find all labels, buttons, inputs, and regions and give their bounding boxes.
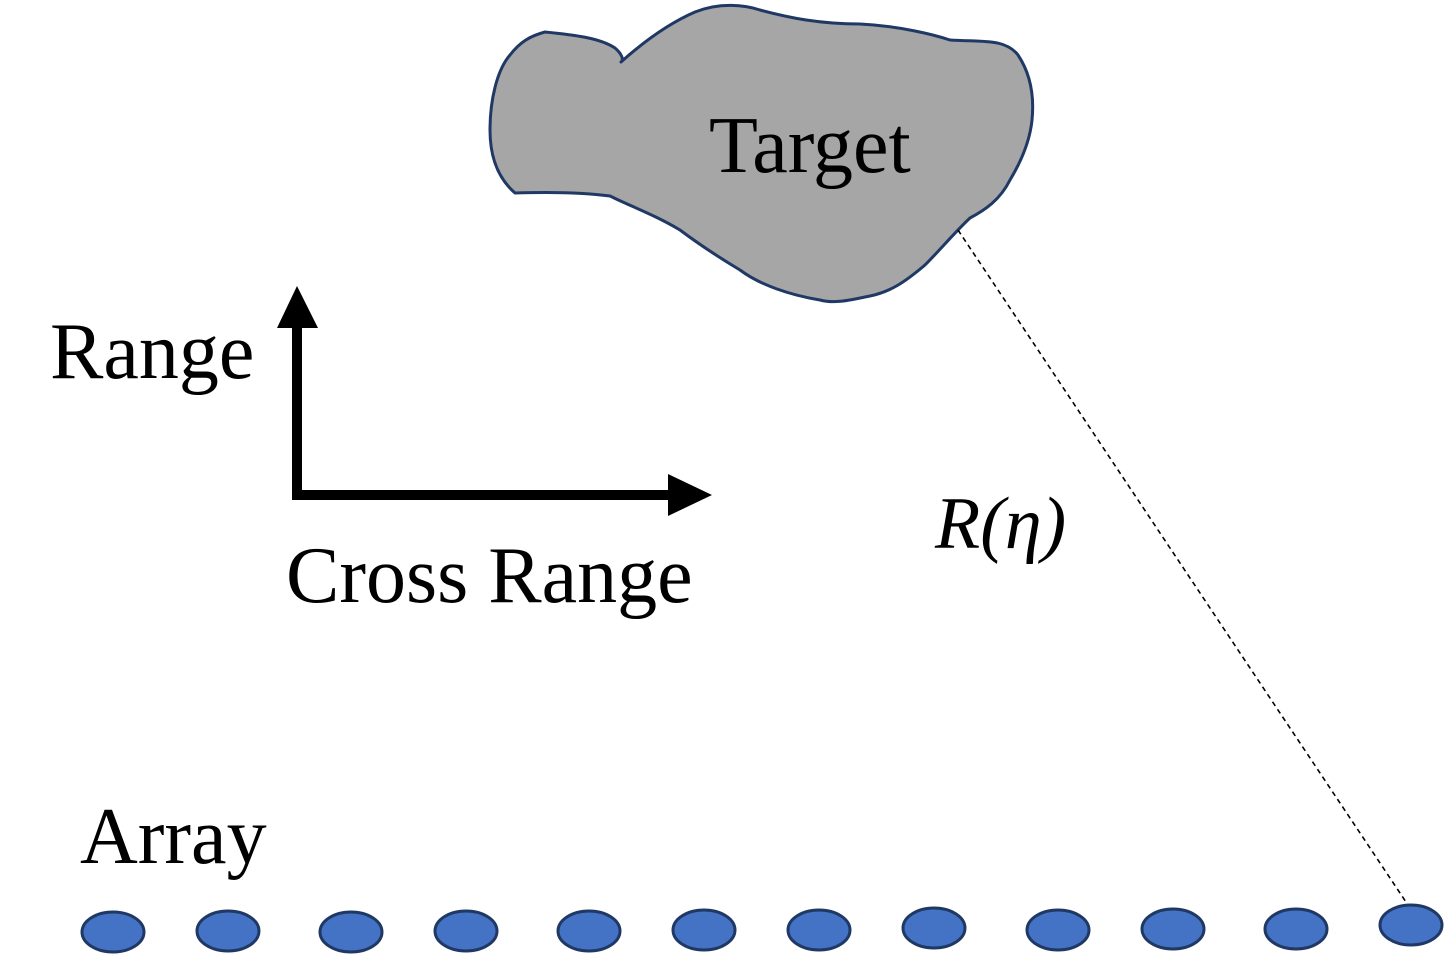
array-element [1378, 903, 1444, 947]
array-element [1140, 907, 1206, 951]
cross-range-label: Cross Range [286, 532, 693, 620]
array-element [671, 908, 737, 952]
array-element [80, 910, 146, 954]
array-element [195, 909, 261, 953]
array-element [786, 908, 852, 952]
array-element [1025, 908, 1091, 952]
array-element [318, 910, 384, 954]
array-elements [80, 903, 1444, 954]
array-label: Array [80, 793, 267, 881]
slant-range-symbol: R(η) [934, 483, 1066, 565]
array-element [433, 909, 499, 953]
slant-range-line [957, 229, 1409, 906]
range-label: Range [50, 308, 254, 396]
array-element [1263, 907, 1329, 951]
target-shape [488, 3, 1035, 304]
array-element [901, 906, 967, 950]
array-element [556, 909, 622, 953]
range-arrowhead-icon [277, 286, 318, 328]
cross-range-arrowhead-icon [668, 474, 712, 516]
target-label: Target [709, 102, 911, 190]
